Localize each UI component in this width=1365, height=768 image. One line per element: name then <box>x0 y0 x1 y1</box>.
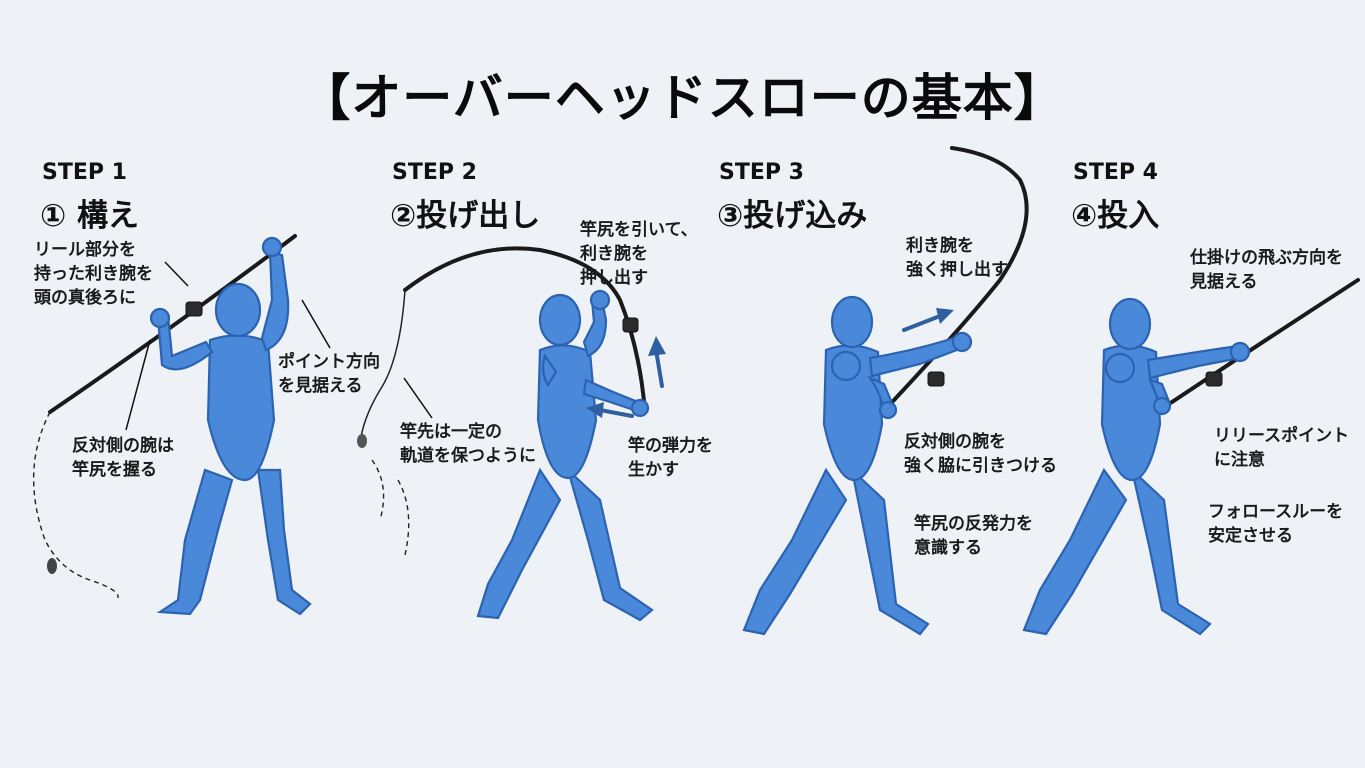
step-4-note-3: フォロースルーを 安定させる <box>1208 502 1344 546</box>
step-1-label: STEP 1 <box>42 160 127 185</box>
step-1-note-1: リール部分を 持った利き腕を 頭の真後ろに <box>34 240 153 308</box>
step-1-name: ① 構え <box>40 198 140 234</box>
step-4-note-1: 仕掛けの飛ぶ方向を 見据える <box>1190 248 1343 292</box>
step-4-label: STEP 4 <box>1073 160 1158 185</box>
step-1-note-2: ポイント方向 を見据える <box>278 352 380 396</box>
step-4-figure <box>1022 278 1360 636</box>
step-2-note-2: 竿先は一定の 軌道を保つように <box>400 422 536 466</box>
step-4-note-2: リリースポイント に注意 <box>1214 426 1350 470</box>
step-2-label: STEP 2 <box>392 160 477 185</box>
step-4-rod <box>1146 278 1360 420</box>
step-1-note-3: 反対側の腕は 竿尻を握る <box>72 436 174 480</box>
step-1-reel <box>185 301 203 317</box>
step-3-note-2: 反対側の腕を 強く脇に引きつける <box>904 432 1057 476</box>
step-3-name: ③投げ込み <box>717 198 868 234</box>
step-1-rod <box>48 234 297 414</box>
step-2-note-1: 竿尻を引いて、 利き腕を 押し出す <box>580 220 698 288</box>
step-4-name: ④投入 <box>1071 198 1160 234</box>
step-2-note-3: 竿の弾力を 生かす <box>628 436 713 480</box>
step-3-note-1: 利き腕を 強く押し出す <box>906 236 1008 280</box>
step-2-line <box>359 289 406 446</box>
step-3-figure <box>742 146 1029 636</box>
step-1-sinker <box>47 558 57 574</box>
step-1-line <box>33 411 119 599</box>
step-3-label: STEP 3 <box>719 160 804 185</box>
step-1-figure <box>33 234 331 616</box>
page-title: 【オーバーヘッドスローの基本】 <box>300 69 1065 127</box>
step-2-figure <box>357 246 666 622</box>
step-2-rod <box>403 246 647 414</box>
step-2-name: ②投げ出し <box>390 198 541 234</box>
step-3-note-3: 竿尻の反発力を 意識する <box>914 514 1033 558</box>
